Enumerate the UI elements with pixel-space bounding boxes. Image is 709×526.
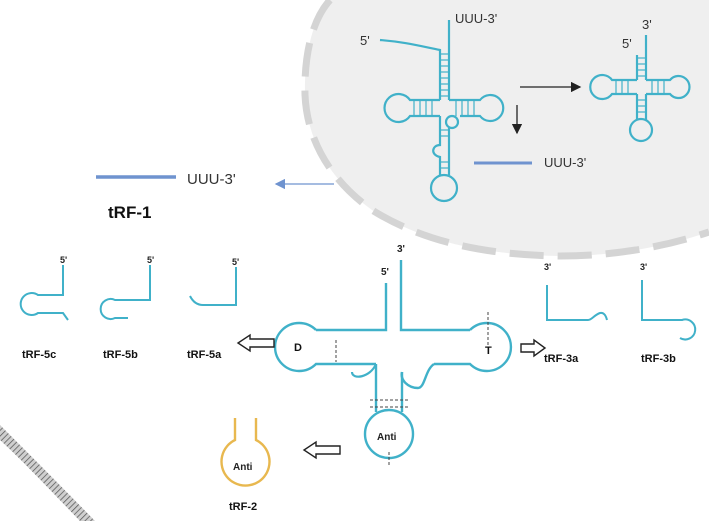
trf5a-name: tRF-5a [187, 349, 222, 361]
trf2-name: tRF-2 [229, 501, 257, 513]
cell-membrane [0, 425, 95, 521]
cleaved-uuu3-label: UUU-3' [544, 155, 586, 170]
main-5prime-label: 5' [381, 267, 389, 278]
d-loop-label: D [294, 342, 302, 354]
anticodon-loop-label: Anti [377, 432, 397, 443]
arrow-to-5prime-fragments [236, 333, 275, 353]
main-3prime-label: 3' [397, 244, 405, 255]
mature-3prime-label: 3' [642, 17, 652, 32]
nucleus-region [304, 0, 709, 256]
arrow-to-3prime-fragments [520, 338, 547, 358]
trf5a-shape [189, 267, 237, 306]
trf3a-name: tRF-3a [544, 353, 579, 365]
trf1-name: tRF-1 [108, 203, 151, 222]
trf5a-end-label: 5' [232, 257, 239, 267]
pre-trna-uuu3-label: UUU-3' [455, 11, 497, 26]
mature-5prime-label: 5' [622, 36, 632, 51]
trf5c-shape [19, 265, 69, 321]
mature-trna-molecule [589, 35, 691, 143]
nuclear-envelope-dashes [301, 0, 709, 260]
arrow-to-trf2 [302, 440, 341, 460]
trf5b-name: tRF-5b [103, 349, 138, 361]
trf5c-name: tRF-5c [22, 349, 56, 361]
t-loop-label: T [485, 345, 492, 357]
trf3b-end-label: 3' [640, 262, 647, 272]
trf3b-shape [641, 280, 697, 341]
trf2-shape [220, 418, 271, 487]
trf5c-end-label: 5' [60, 255, 67, 265]
trf3a-shape [546, 285, 608, 321]
trf5b-end-label: 5' [147, 255, 154, 265]
pre-trna-5prime-label: 5' [360, 33, 370, 48]
trf2-loop-label: Anti [233, 462, 253, 473]
trf3b-name: tRF-3b [641, 353, 676, 365]
main-trna-molecule [273, 260, 513, 460]
trf1-tail-label: UUU-3' [187, 171, 236, 188]
pre-trna-molecule [379, 20, 505, 203]
cleavage-sites [335, 312, 489, 466]
trf3a-end-label: 3' [544, 262, 551, 272]
trf5b-shape [99, 265, 151, 320]
